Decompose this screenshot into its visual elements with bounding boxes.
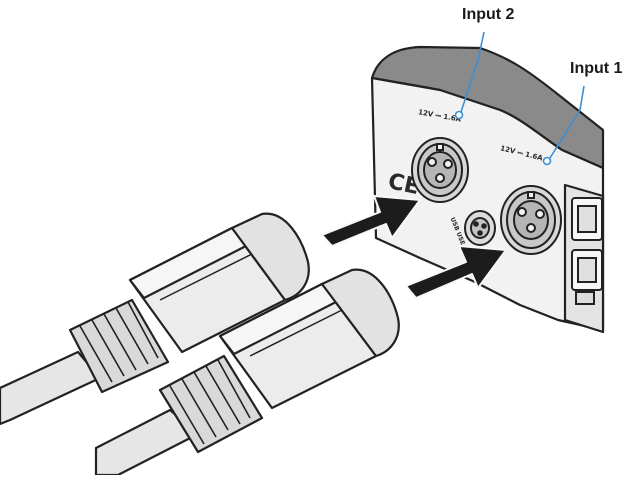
leader-line-input2 bbox=[460, 31, 485, 113]
callout-input-1: Input 1 bbox=[570, 60, 623, 77]
side-label-plate bbox=[575, 291, 595, 305]
xlr-port-icon bbox=[411, 137, 469, 203]
cable-connector-front bbox=[94, 268, 400, 477]
callout-input-2: Input 2 bbox=[462, 6, 515, 23]
leader-lines bbox=[454, 31, 585, 166]
xlr-port-icon bbox=[500, 185, 562, 255]
cable-connector-back bbox=[0, 212, 310, 426]
leader-dot-input2 bbox=[454, 110, 464, 120]
insert-arrow-icon bbox=[405, 245, 507, 299]
leader-line-input1 bbox=[549, 85, 585, 159]
side-sockets bbox=[571, 197, 603, 305]
mini-din-port-icon bbox=[464, 210, 496, 246]
leader-dot-input1 bbox=[542, 156, 552, 166]
insert-arrow-icon bbox=[321, 195, 421, 247]
